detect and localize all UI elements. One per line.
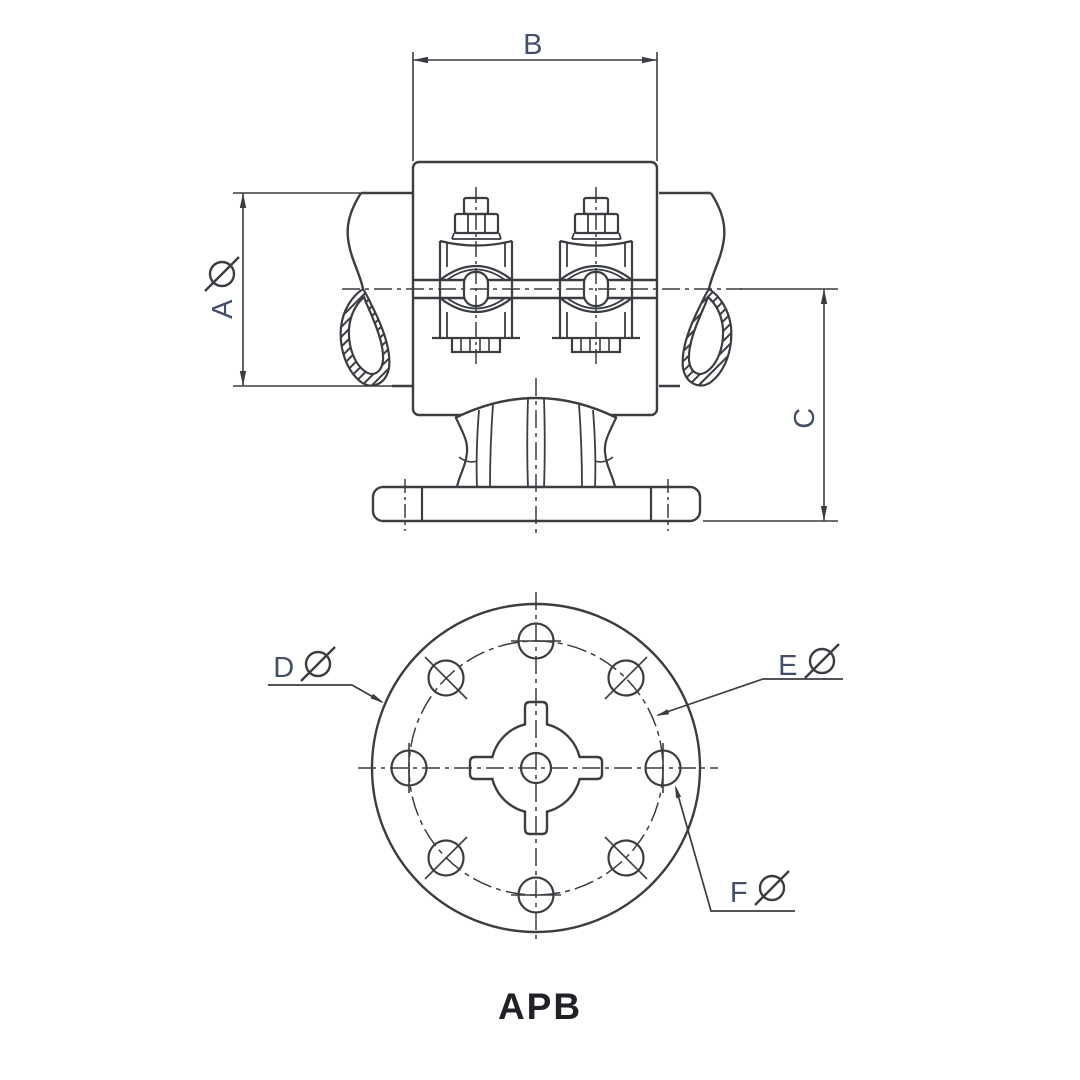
dimension-a-diameter xyxy=(233,192,392,387)
leader-e-diameter xyxy=(656,678,843,716)
dimensions xyxy=(233,52,843,912)
conductor-break-left xyxy=(346,192,365,290)
arrowhead-icon xyxy=(820,506,828,521)
arrowhead-icon xyxy=(413,56,428,64)
conductor-tube xyxy=(339,191,733,388)
conductor-break-right-hatch xyxy=(681,287,733,387)
front-elevation-view xyxy=(339,160,742,533)
dimension-label-d: D xyxy=(273,652,294,684)
dimension-label-a: A xyxy=(207,299,239,319)
arrowhead-icon xyxy=(675,785,682,799)
arrowhead-icon xyxy=(820,289,828,304)
dimension-b xyxy=(412,52,658,161)
plan-view xyxy=(358,592,718,944)
leader-d-diameter xyxy=(268,684,384,703)
diameter-symbol-icon xyxy=(753,869,791,907)
clamp-jaw-lines xyxy=(413,278,657,300)
dimension-label-f: F xyxy=(730,877,748,909)
leader-f-diameter xyxy=(675,785,795,912)
arrowhead-icon xyxy=(642,56,657,64)
dimension-label-e: E xyxy=(778,650,798,682)
diameter-symbol-icon xyxy=(203,255,241,293)
dimension-label-c: C xyxy=(789,407,821,428)
pedestal-stem xyxy=(454,396,618,488)
conductor-break-left-hatch xyxy=(339,287,391,387)
dimension-label-b: B xyxy=(523,29,543,61)
dimension-labels: B A C D E F xyxy=(203,29,841,909)
base-bolt-centerlines xyxy=(404,479,669,531)
arrowhead-icon xyxy=(656,709,670,716)
arrowhead-icon xyxy=(239,371,247,386)
dimension-c xyxy=(703,288,838,522)
conductor-break-right xyxy=(707,192,726,290)
diagonal-bolt-holes xyxy=(424,656,648,880)
arrowhead-icon xyxy=(370,693,384,703)
drawing-caption: APB xyxy=(498,986,582,1027)
diameter-symbol-icon xyxy=(803,642,841,680)
diameter-symbol-icon xyxy=(299,645,337,683)
arrowhead-icon xyxy=(239,193,247,208)
